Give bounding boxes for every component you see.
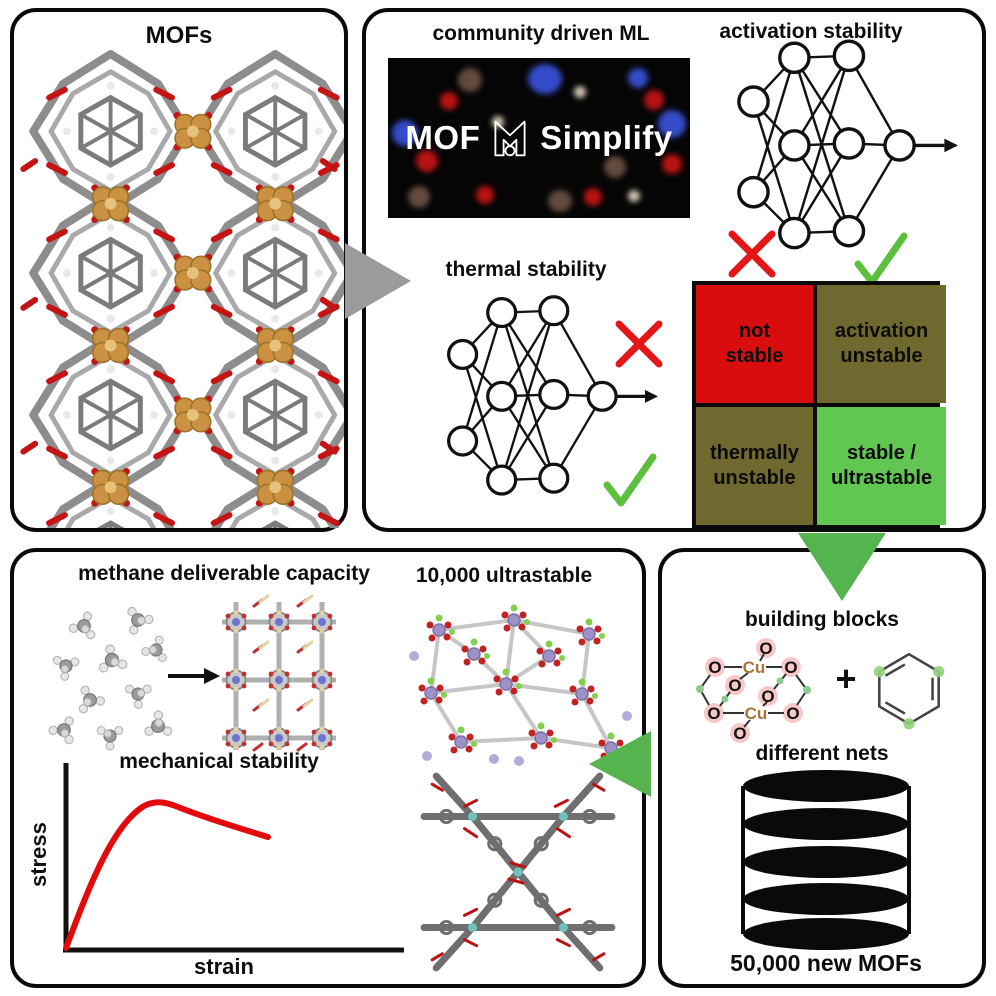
matrix-cell-activation-unstable: activation unstable [816,285,947,403]
ultrastable-structure-2 [420,772,616,972]
banner-atom-blue [392,120,418,146]
panel-ml: community driven ML MOF Si [362,8,986,532]
different-nets-title: different nets [755,742,889,765]
banner-atom-red [416,150,438,172]
activation-check-icon [850,228,910,288]
banner-atom-cream [574,86,586,98]
activation-cross-icon [724,226,780,282]
banner-atom-blue [528,64,562,94]
stress-strain-curve [63,799,271,951]
copper-atom-label: Cu [745,704,768,723]
oxygen-atom-label: O [786,704,799,723]
new-mofs-count: 50,000 new MOFs [730,950,922,976]
banner-atom-red [440,92,458,110]
banner-word-mof: MOF [405,119,481,156]
benzene-linker-diagram [873,652,945,730]
flow-arrow-left-icon [589,731,651,797]
mofsimplify-logo-icon [494,120,526,157]
stress-strain-chart [63,763,404,953]
banner-atom-brown [548,190,572,212]
matrix-cell-thermally-unstable: thermally unstable [696,407,813,525]
building-blocks-title: building blocks [744,608,899,631]
stability-matrix: not stable activation unstable thermally… [692,281,947,529]
nets-database-icon [741,770,911,950]
banner-atom-red [644,90,664,110]
matrix-cell-stable-ultrastable: stable / ultrastable [816,407,947,525]
ml-title: community driven ML [432,22,650,45]
plus-sign: + [835,658,857,699]
banner-atom-red [662,154,682,174]
banner-atom-red [476,186,494,204]
ultrastable-structure-1 [409,603,632,766]
flow-arrow-down-icon [798,533,886,601]
ultrastable-title: 10,000 ultrastable [415,564,593,587]
banner-atom-blue [658,110,686,138]
methane-mof-structure [222,594,336,752]
copper-paddlewheel-diagram: O O Cu O O O O Cu O O [696,638,811,743]
mechanical-title: mechanical stability [119,750,319,773]
matrix-cell-not-stable: not stable [696,285,813,403]
methane-molecules [46,599,177,752]
stress-axis-label: stress [26,822,51,887]
oxygen-atom-label: O [707,704,720,723]
oxygen-atom-label: O [761,687,774,706]
activation-neural-network [737,39,958,250]
panel-mofs: MOFs [10,8,348,532]
panel-mofs-title: MOFs [145,22,213,49]
mofsimplify-banner: MOF Simplify [388,58,690,218]
banner-atom-red [584,188,602,206]
thermal-cross-icon [611,316,667,372]
banner-atom-brown [604,156,626,178]
uptake-arrow-icon [168,668,220,684]
thermal-check-icon [599,449,659,509]
oxygen-atom-label: O [708,658,721,677]
panel-screening: methane deliverable capacity 10,000 ultr… [10,548,646,988]
banner-word-simplify: Simplify [540,119,673,156]
oxygen-atom-label: O [733,724,746,743]
activation-title: activation stability [719,20,903,43]
methane-title: methane deliverable capacity [78,562,370,585]
banner-atom-brown [408,186,430,208]
banner-atom-brown [458,68,482,92]
thermal-title: thermal stability [445,258,607,281]
oxygen-atom-label: O [784,658,797,677]
copper-atom-label: Cu [743,658,766,677]
banner-atom-blue [628,68,648,88]
oxygen-atom-label: O [759,639,772,658]
strain-axis-label: strain [194,954,254,979]
flow-arrow-right-icon [345,243,411,319]
panel-generation: building blocks O [658,548,986,988]
mof-structure-illustration [20,50,344,528]
banner-atom-cream [628,190,640,202]
oxygen-atom-label: O [728,676,741,695]
